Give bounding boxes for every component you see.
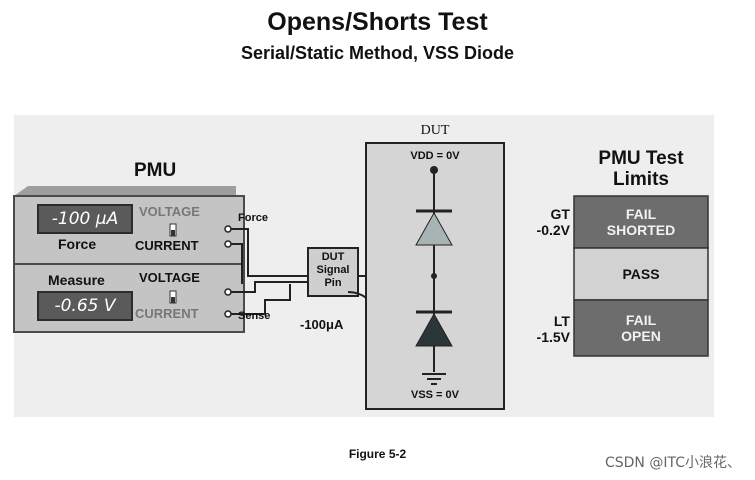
measure-voltage-label: VOLTAGE — [139, 270, 200, 285]
gt-limit-label: GT -0.2V — [536, 206, 570, 238]
force-voltage-label: VOLTAGE — [139, 204, 200, 219]
fail-shorted-box — [573, 195, 709, 249]
dut-pin-label: DUT Signal Pin — [316, 251, 350, 289]
ground-icon — [422, 373, 446, 385]
measure-current-label: CURRENT — [135, 306, 199, 321]
dut-title: DUT — [420, 123, 450, 138]
vdd-node — [430, 166, 438, 174]
vss-label: VSS = 0V — [410, 389, 459, 401]
pmu-wiring — [231, 228, 308, 315]
measure-label: Measure — [48, 272, 105, 288]
vdd-label: VDD = 0V — [410, 150, 460, 162]
force-display: -100 μA — [37, 204, 133, 234]
diagram-title: Opens/Shorts Test — [267, 8, 488, 36]
sense-terminal-label: Sense — [238, 310, 271, 322]
lt-limit-label: LT -1.5V — [536, 313, 570, 345]
force-lo-terminal — [224, 240, 232, 248]
sense-lo-terminal — [224, 310, 232, 318]
pmu-top-face — [14, 186, 236, 196]
diagram-subtitle: Serial/Static Method, VSS Diode — [240, 43, 515, 63]
pass-label: PASS — [622, 266, 660, 282]
dut-signal-pin-box — [307, 247, 359, 297]
limits-title: PMU Test Limits — [598, 148, 684, 190]
force-current-label: CURRENT — [135, 238, 199, 253]
fail-open-box — [573, 299, 709, 357]
force-hi-terminal — [224, 225, 232, 233]
force-label: Force — [58, 236, 97, 252]
pmu-title: PMU — [134, 160, 177, 181]
figure-caption: Figure 5-2 — [348, 447, 407, 461]
force-terminal-label: Force — [238, 212, 268, 224]
upper-diode — [415, 211, 453, 246]
sense-hi-terminal — [224, 288, 232, 296]
watermark: CSDN @ITC小浪花、 — [604, 455, 741, 471]
pin-node — [431, 273, 437, 279]
measure-display: -0.65 V — [37, 291, 133, 321]
current-value-label: -100μA — [300, 317, 344, 332]
lower-diode — [415, 312, 453, 347]
